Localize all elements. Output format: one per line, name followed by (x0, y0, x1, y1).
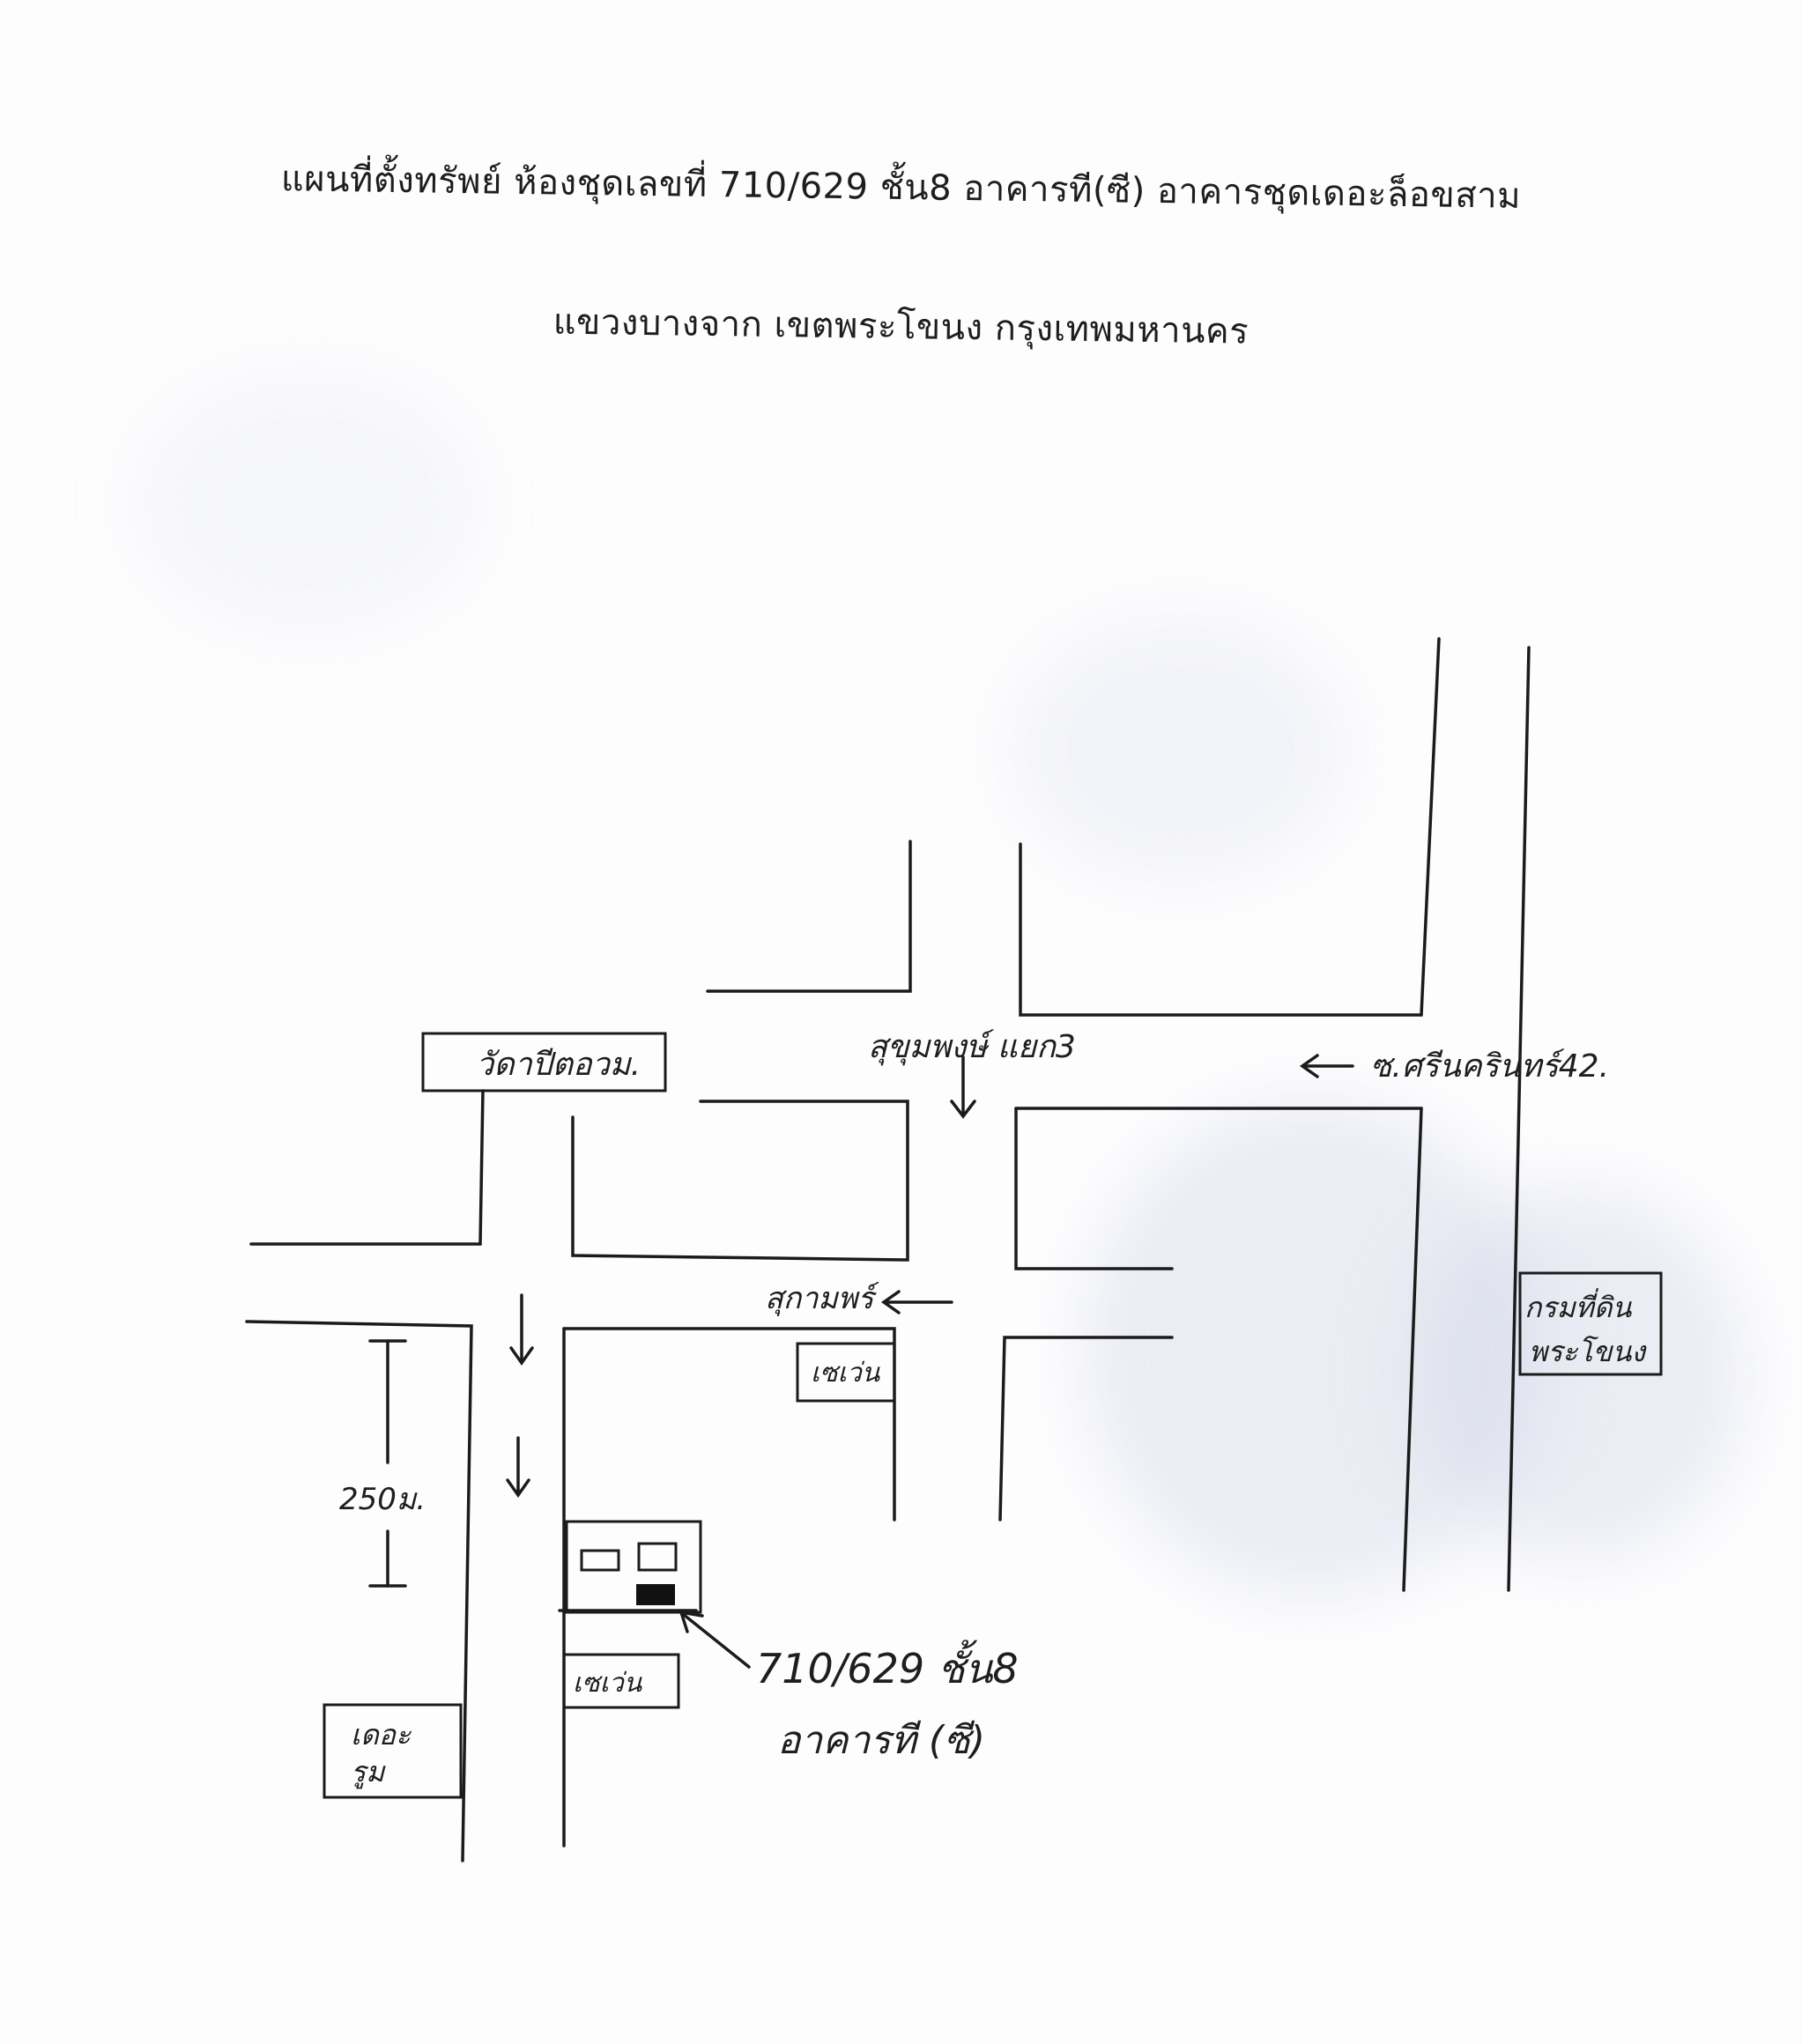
the-room-label-1: เดอะ (351, 1718, 412, 1751)
arrow-down-left-1 (509, 1293, 534, 1366)
arrow-to-property (679, 1610, 751, 1669)
the-room-box: เดอะ รูม (323, 1703, 463, 1799)
land-office-box: กรมที่ดิน พระโขนง (1518, 1271, 1663, 1376)
road-top-mid-corner (1019, 842, 1423, 1017)
soi-sukhumvit42-label: ซ.ศรีนครินทร์42. (1370, 1048, 1609, 1085)
arrow-down-junction (950, 1055, 976, 1119)
arrow-left-sukhumvit (880, 1290, 953, 1315)
property-label-1: 710/629 ชั้น8 (756, 1640, 1019, 1692)
wat-label-box: วัดาปีตอวม. (421, 1032, 667, 1092)
land-office-label-2: พระโขนง (1529, 1335, 1647, 1368)
arrow-down-left-2 (506, 1436, 530, 1499)
the-room-label-2: รูม (351, 1755, 386, 1789)
road-top-left-corner (706, 840, 912, 993)
distance-marker (368, 1339, 407, 1588)
road-left-upper (249, 1089, 485, 1246)
sukhumvit-label: สุกามพร์ (765, 1281, 880, 1316)
seven-eleven-bottom-label: เซเว่น (573, 1668, 643, 1699)
property-unit-marker (636, 1584, 675, 1605)
road-center-upper (562, 1327, 896, 1522)
road-mid-left-corner (571, 1100, 909, 1262)
sukhumvit-junction-label: สุขุมพงษ์ แยก3 (868, 1029, 1076, 1066)
property-building (565, 1520, 702, 1614)
arrow-left-soi42 (1299, 1054, 1354, 1078)
road-lines (245, 637, 1531, 1863)
road-left-lower (245, 1320, 473, 1863)
wat-label: วัดาปีตอวม. (476, 1047, 641, 1083)
seven-eleven-bottom-box: เซเว่น (562, 1653, 680, 1709)
seven-eleven-top-box: เซเว่น (796, 1342, 896, 1403)
road-right-inner-vertical (1402, 1107, 1423, 1592)
road-main-vertical (1507, 646, 1531, 1592)
seven-eleven-top-label: เซเว่น (811, 1358, 881, 1389)
distance-label: 250ม. (339, 1482, 426, 1517)
road-right-lower (998, 1336, 1174, 1522)
road-soi42-east (1420, 637, 1441, 1017)
property-label-2: อาคารที (ซี) (777, 1718, 985, 1763)
road-mid-right-corner (1014, 1107, 1174, 1270)
land-office-label-1: กรมที่ดิน (1524, 1288, 1633, 1324)
